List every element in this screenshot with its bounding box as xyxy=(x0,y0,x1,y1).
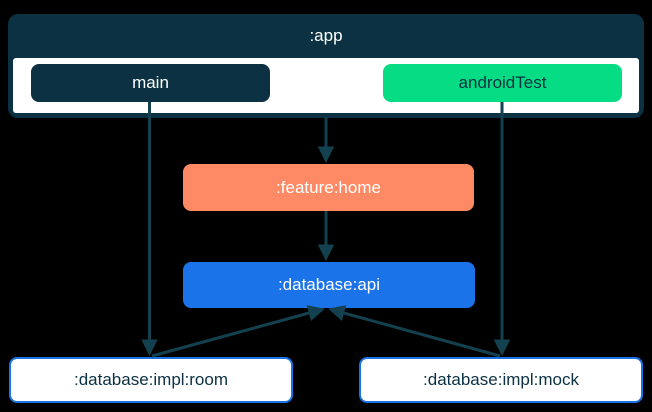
app-source-sets-area: main androidTest xyxy=(13,58,639,113)
node-database-impl-mock: :database:impl:mock xyxy=(359,357,643,403)
edge-mock-to-api xyxy=(328,305,501,358)
node-database-impl-mock-label: :database:impl:mock xyxy=(423,370,579,389)
node-database-impl-room: :database:impl:room xyxy=(9,357,293,403)
node-database-api: :database:api xyxy=(183,262,475,308)
node-feature-home-label: :feature:home xyxy=(276,177,381,197)
node-app-label: :app xyxy=(309,26,343,45)
edge-room-to-api xyxy=(151,305,325,358)
node-database-impl-room-label: :database:impl:room xyxy=(73,370,229,389)
node-app: :app main androidTest xyxy=(8,14,644,118)
node-database-api-label: :database:api xyxy=(277,275,381,294)
node-main-label: main xyxy=(132,73,169,92)
node-androidtest: androidTest xyxy=(383,64,622,102)
node-feature-home: :feature:home xyxy=(183,164,474,211)
node-main: main xyxy=(31,64,270,102)
node-androidtest-label: androidTest xyxy=(458,73,547,92)
